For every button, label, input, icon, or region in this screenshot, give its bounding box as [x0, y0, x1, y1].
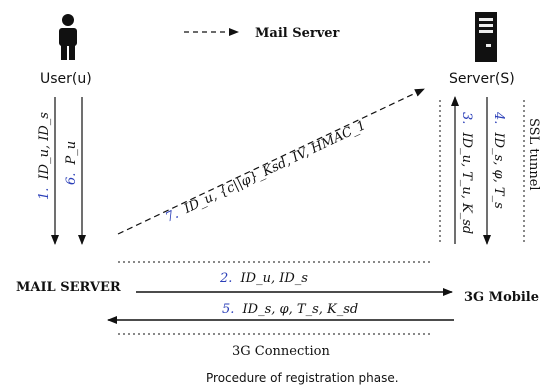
msg-3-text: ID_u, T_u, K_sd: [459, 132, 474, 235]
user-icon: [59, 14, 77, 60]
msg-2-number: 2.: [219, 271, 232, 286]
msg-1: 1. ID_u, ID_s: [37, 112, 52, 200]
g3-connection-label: 3G Connection: [232, 344, 330, 359]
msg-6-number: 6.: [64, 173, 79, 185]
ssl-tunnel-label: SSL tunnel: [526, 118, 541, 191]
server-label: Server(S): [449, 71, 515, 87]
msg-4: 4. ID_s, φ, T_s: [491, 111, 506, 209]
msg-1-number: 1.: [37, 188, 52, 200]
msg-7-text: ID_u, {c||φ}_Ksd, IV, HMAC_1: [181, 118, 368, 217]
msg-6-text: P_u: [64, 141, 79, 166]
msg-6: 6. P_u: [64, 141, 79, 185]
caption: Procedure of registration phase.: [206, 371, 399, 385]
arrow-7-mailserver-to-server: [117, 88, 425, 235]
msg-7: 7. ID_u, {c||φ}_Ksd, IV, HMAC_1: [163, 118, 368, 225]
user-label: User(u): [40, 71, 92, 87]
legend: Mail Server: [184, 26, 340, 41]
msg-5-text: ID_s, φ, T_s, K_sd: [242, 302, 359, 317]
msg-7-number: 7.: [163, 207, 181, 226]
msg-5: 5. ID_s, φ, T_s, K_sd: [222, 302, 358, 317]
msg-5-number: 5.: [222, 302, 234, 317]
msg-4-text: ID_s, φ, T_s: [491, 132, 506, 210]
msg-4-number: 4.: [491, 111, 506, 124]
msg-2-text: ID_u, ID_s: [240, 271, 309, 286]
msg-1-text: ID_u, ID_s: [37, 112, 52, 181]
msg-2: 2. ID_u, ID_s: [219, 271, 308, 286]
mail-server-label: MAIL SERVER: [16, 280, 121, 295]
msg-3-number: 3.: [459, 112, 474, 124]
msg-3: 3. ID_u, T_u, K_sd: [459, 112, 474, 234]
mobile-label: 3G Mobile: [464, 290, 539, 305]
server-icon: [475, 12, 497, 62]
legend-label: Mail Server: [255, 26, 340, 41]
